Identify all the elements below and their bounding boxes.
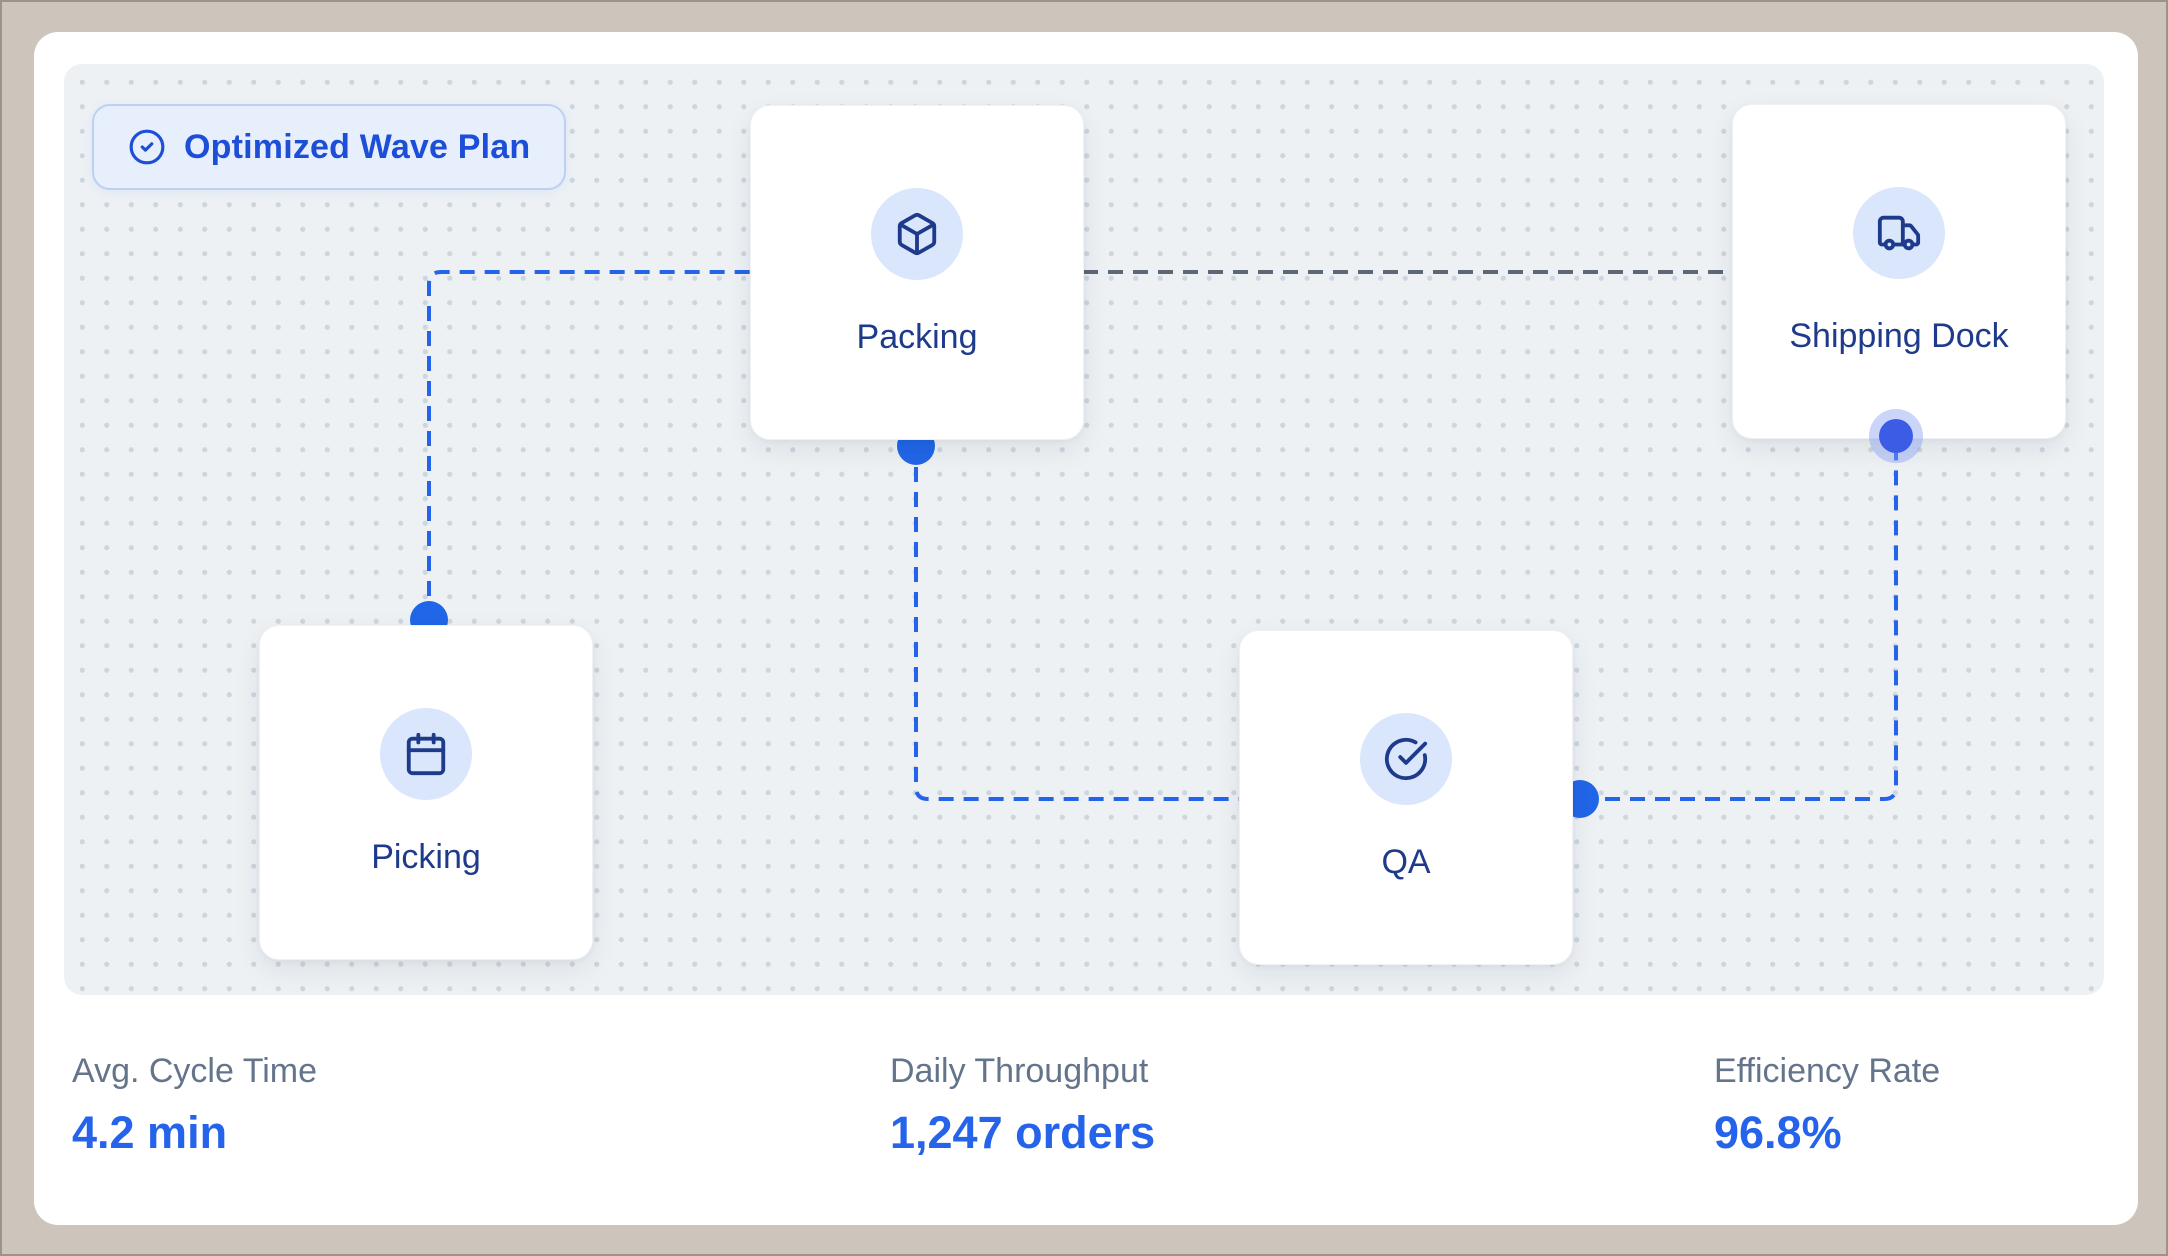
flow-canvas[interactable]: Optimized Wave Plan Packing (64, 64, 2104, 995)
node-qa-icon-circle (1360, 713, 1452, 805)
stat-label: Daily Throughput (890, 1052, 1149, 1090)
stat-value: 4.2 min (72, 1107, 228, 1158)
node-packing[interactable]: Packing (750, 105, 1084, 440)
stat-avg-cycle-time: Avg. Cycle Time 4.2 min (72, 1052, 890, 1159)
node-packing-icon-circle (871, 188, 963, 280)
edge-picking-packing[interactable] (427, 270, 750, 621)
stat-efficiency-rate: Efficiency Rate 96.8% (1714, 1052, 2108, 1159)
node-qa-label: QA (1381, 843, 1431, 881)
box-icon (897, 212, 937, 256)
circle-check-icon (129, 129, 165, 165)
truck-icon (1877, 215, 1921, 251)
stat-label: Avg. Cycle Time (72, 1052, 318, 1090)
node-shipping-dock[interactable]: Shipping Dock (1732, 104, 2066, 439)
circle-check-big-icon (1384, 737, 1428, 781)
main-window: Optimized Wave Plan Packing (34, 32, 2138, 1225)
node-picking-icon-circle (380, 708, 472, 800)
node-picking-label: Picking (371, 838, 481, 876)
stat-daily-throughput: Daily Throughput 1,247 orders (890, 1052, 1714, 1159)
wave-plan-badge[interactable]: Optimized Wave Plan (92, 104, 567, 190)
stats-row: Avg. Cycle Time 4.2 min Daily Throughput… (72, 1052, 2108, 1159)
handle-shipping-bottom[interactable] (1879, 419, 1913, 453)
stat-value: 1,247 orders (890, 1107, 1156, 1158)
node-shipping-label: Shipping Dock (1789, 317, 2009, 355)
edge-packing-qa[interactable] (914, 442, 1580, 801)
edge-qa-shipping[interactable] (1580, 436, 1898, 801)
node-picking[interactable]: Picking (259, 625, 593, 960)
node-shipping-icon-circle (1853, 187, 1945, 279)
node-packing-label: Packing (856, 318, 978, 356)
wave-plan-badge-label: Optimized Wave Plan (184, 127, 531, 166)
node-qa[interactable]: QA (1239, 630, 1573, 965)
stat-label: Efficiency Rate (1714, 1052, 1941, 1090)
calendar-icon (406, 732, 446, 776)
stat-value: 96.8% (1714, 1107, 1842, 1158)
